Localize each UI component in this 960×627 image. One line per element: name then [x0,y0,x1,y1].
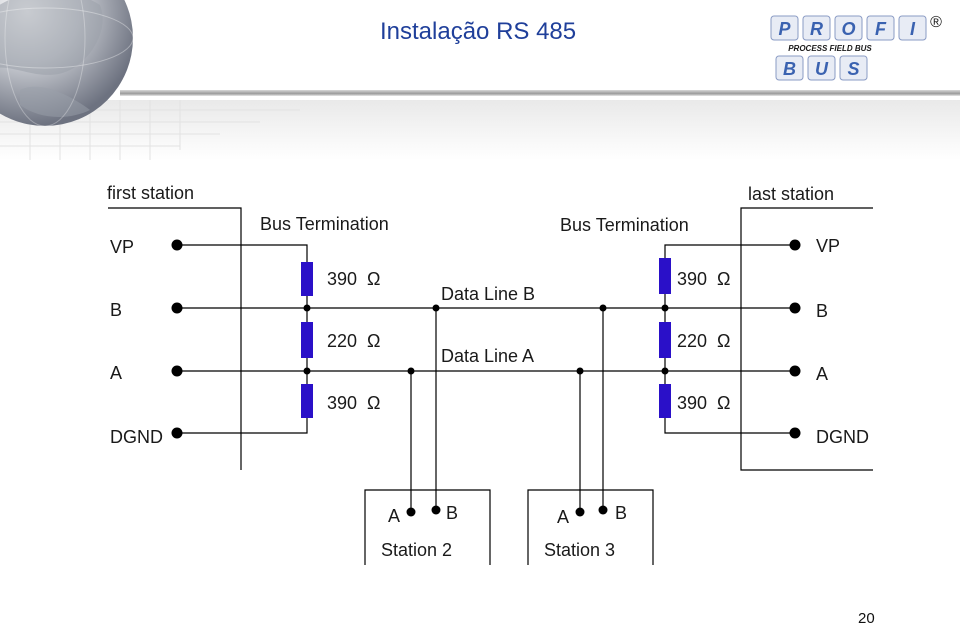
page-number: 20 [858,610,875,627]
resistor-right-3-value: 390 Ω [677,393,731,413]
logo-top-letter: I [910,19,916,39]
first-station-pin-b: B [110,300,122,320]
logo-subtitle: PROCESS FIELD BUS [788,44,872,53]
resistor-right-2 [659,322,671,358]
terminal-station2-b [431,505,441,515]
bus-termination-right-label: Bus Termination [560,215,689,235]
data-line-a-label: Data Line A [441,346,534,366]
resistor-right-3 [659,384,671,418]
resistor-left-3 [301,384,313,418]
bus-termination-left-label: Bus Termination [260,214,389,234]
first-station-box [108,207,242,470]
last-station-pin-vp: VP [816,236,840,256]
right-vp-wire [664,244,795,258]
logo-top-tile [802,15,831,41]
logo-top-tile [866,15,895,41]
slide-title: Instalação RS 485 [380,18,577,45]
first-station-pin-a: A [110,363,122,383]
junction [432,304,440,312]
junction [303,367,311,375]
terminal-last-a [789,365,801,377]
terminal-first-a [171,365,183,377]
logo-top-letter: P [778,19,791,39]
logo-top-letter: F [875,19,887,39]
resistor-left-3-value: 390 Ω [327,393,381,413]
station2-box [364,489,491,565]
last-station-label: last station [748,184,834,204]
header-decoration [0,0,960,160]
junction [407,367,415,375]
resistor-right-2-value: 220 Ω [677,331,731,351]
junction [661,367,669,375]
terminal-last-dgnd [789,427,801,439]
last-station-box [740,207,873,471]
station2-label: Station 2 [381,540,452,560]
terminal-first-dgnd [171,427,183,439]
logo-top-tile [898,15,927,41]
last-station-pin-dgnd: DGND [816,427,869,447]
logo-top-tile [834,15,863,41]
last-station-pin-b: B [816,301,828,321]
logo-bottom-tile [775,55,804,81]
station-boxes [108,207,873,565]
logo-bottom-tile [839,55,868,81]
terminal-last-vp [789,239,801,251]
terminal-station3-b [598,505,608,515]
left-dgnd-wire [177,418,308,434]
logo-top-letter: O [841,19,855,39]
data-line-b-label: Data Line B [441,284,535,304]
logo-top-tile [770,15,799,41]
junction [576,367,584,375]
terminal-first-b [171,302,183,314]
station3-box [527,489,654,565]
right-dgnd-wire [664,418,795,434]
terminal-first-vp [171,239,183,251]
terminal-station3-a [575,507,585,517]
first-station-pin-vp: VP [110,237,134,257]
resistors [301,258,671,418]
terminal-last-b [789,302,801,314]
resistor-left-2-value: 220 Ω [327,331,381,351]
station3-pin-b: B [615,503,627,523]
left-vp-wire [177,244,308,262]
last-station-pin-a: A [816,364,828,384]
first-station-pin-dgnd: DGND [110,427,163,447]
station3-label: Station 3 [544,540,615,560]
logo-bottom-tile [807,55,836,81]
terminal-station2-a [406,507,416,517]
resistor-left-2 [301,322,313,358]
logo-top-letter: R [810,19,823,39]
station3-pin-a: A [557,507,569,527]
station2-pin-a: A [388,506,400,526]
terminals [171,239,801,517]
resistor-right-1 [659,258,671,294]
junction [599,304,607,312]
first-station-label: first station [107,183,194,203]
junction [303,304,311,312]
resistor-left-1-value: 390 Ω [327,269,381,289]
logo-bottom-letter: S [847,59,859,79]
logo-bottom-letter: U [815,59,829,79]
resistor-right-1-value: 390 Ω [677,269,731,289]
registered-mark: ® [930,14,942,31]
logo-bottom-letter: B [783,59,796,79]
station2-pin-b: B [446,503,458,523]
junction [661,304,669,312]
resistor-left-1 [301,262,313,296]
globe-icon [0,0,134,127]
wires [177,244,795,512]
